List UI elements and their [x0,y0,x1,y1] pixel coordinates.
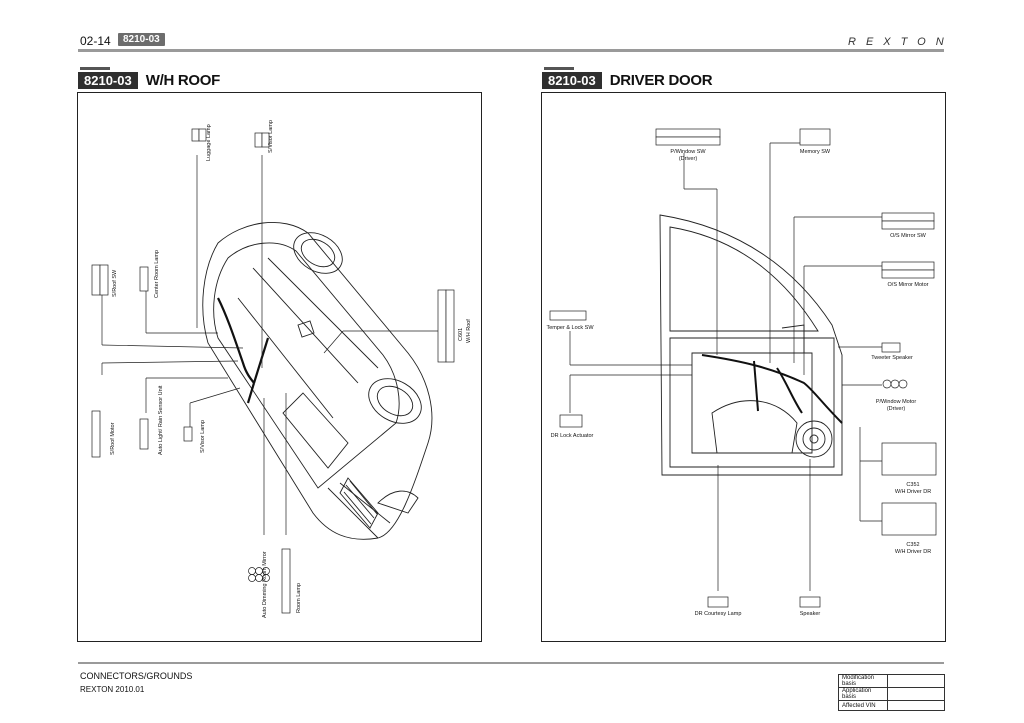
whroof-label: W/H Roof [466,319,472,343]
header-code-badge: 8210-03 [118,33,165,46]
sroof-motor-label: S/Roof Motor [110,422,116,455]
memory-sw-label: Memory SW [800,149,831,155]
revision-value [887,700,945,711]
pwindow-sw-sub-label: (Driver) [679,156,697,162]
door-diagram-panel: P/Window SW (Driver) Memory SW O/S Mirro… [541,92,946,642]
footer-divider [78,662,944,664]
pwindow-motor-sub-label: (Driver) [887,406,905,412]
sroof-sw-label: S/Roof SW [112,269,118,297]
dr-lock-actuator-label: DR Lock Actuator [551,433,594,439]
section-heading-right: 8210-03 DRIVER DOOR [542,67,713,89]
page-number: 02-14 [80,34,111,48]
revision-row: Affected VIN [838,700,945,711]
section-heading-left: 8210-03 W/H ROOF [78,67,221,89]
luggage-lamp-label: Luggage Lamp [206,124,212,161]
revision-table: Modification basis Application basis Aff… [838,674,945,711]
room-lamp-label: Room Lamp [296,583,302,613]
revision-value [887,687,945,701]
svisor-lamp-bottom-label: S/Visor Lamp [200,420,206,453]
door-diagram: P/Window SW (Driver) Memory SW O/S Mirro… [546,128,937,617]
revision-row: Application basis [838,687,945,701]
section-title-left: W/H ROOF [145,72,221,89]
section-title-right: DRIVER DOOR [609,72,713,89]
brand-logo: REXTON [848,36,954,48]
revision-label: Application basis [838,687,888,701]
center-room-lamp-label: Center Room Lamp [154,250,160,298]
revision-label: Modification basis [838,674,888,688]
auto-dimming-label: Auto Dimming Room Mirror [262,551,268,618]
roof-diagram: Luggage Lamp S/Visor Lamp S/Roof SW Cent… [91,120,472,618]
dr-courtesy-lamp-label: DR Courtesy Lamp [695,611,742,617]
os-mirror-sw-label: O/S Mirror SW [890,233,927,239]
section-code-right: 8210-03 [542,67,602,89]
speaker-label: Speaker [800,611,821,617]
temper-lock-sw-label: Temper & Lock SW [546,325,594,331]
pwindow-motor-label: P/Window Motor [876,399,917,405]
footer-section-name: CONNECTORS/GROUNDS [80,671,193,681]
header-divider [78,49,944,52]
svisor-lamp-top-label: S/Visor Lamp [268,120,274,153]
c351-desc-label: W/H Driver DR [895,489,931,495]
pwindow-sw-label: P/Window SW [670,149,706,155]
revision-row: Modification basis [838,674,945,688]
auto-light-rain-label: Auto Light/ Rain Sensor Unit [158,385,164,455]
c351-label: C351 [906,482,919,488]
tweeter-speaker-label: Tweeter Speaker [871,355,913,361]
revision-label: Affected VIN [838,700,888,711]
roof-diagram-panel: Luggage Lamp S/Visor Lamp S/Roof SW Cent… [77,92,482,642]
whroof-conn-label: C601 [458,328,464,341]
section-code-left: 8210-03 [78,67,138,89]
c352-label: C352 [906,542,919,548]
revision-value [887,674,945,688]
c352-desc-label: W/H Driver DR [895,549,931,555]
footer-model: REXTON 2010.01 [80,685,145,694]
os-mirror-motor-label: O/S Mirror Motor [888,282,929,288]
